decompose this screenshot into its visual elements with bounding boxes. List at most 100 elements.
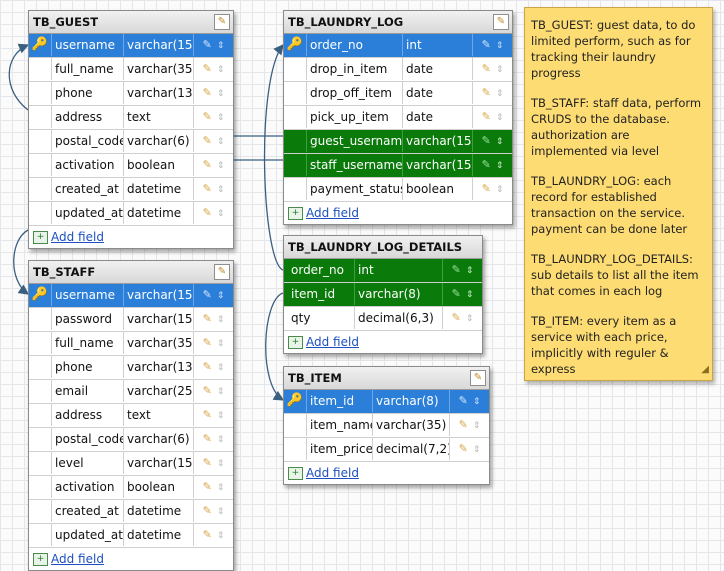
pencil-icon[interactable]: ✎: [202, 384, 212, 397]
pencil-icon[interactable]: ✎: [458, 418, 468, 431]
pencil-icon[interactable]: ✎: [481, 86, 491, 99]
pencil-icon[interactable]: ✎: [202, 432, 212, 445]
up-down-arrows-icon[interactable]: ⇕: [465, 266, 474, 276]
up-down-arrows-icon[interactable]: ⇕: [495, 65, 504, 75]
add-field-icon[interactable]: +: [288, 336, 303, 349]
up-down-arrows-icon[interactable]: ⇕: [216, 387, 225, 397]
up-down-arrows-icon[interactable]: ⇕: [216, 363, 225, 373]
pencil-icon[interactable]: ✎: [481, 110, 491, 123]
pencil-icon[interactable]: ✎: [202, 206, 212, 219]
up-down-arrows-icon[interactable]: ⇕: [216, 113, 225, 123]
up-down-arrows-icon[interactable]: ⇕: [216, 411, 225, 421]
pencil-icon[interactable]: ✎: [202, 480, 212, 493]
up-down-arrows-icon[interactable]: ⇕: [472, 421, 481, 431]
pencil-icon[interactable]: ✎: [451, 311, 461, 324]
up-down-arrows-icon[interactable]: ⇕: [495, 137, 504, 147]
up-down-arrows-icon[interactable]: ⇕: [216, 291, 225, 301]
pencil-icon[interactable]: ✎: [458, 442, 468, 455]
up-down-arrows-icon[interactable]: ⇕: [495, 89, 504, 99]
up-down-arrows-icon[interactable]: ⇕: [216, 459, 225, 469]
add-field-icon[interactable]: +: [288, 467, 303, 480]
add-field-link[interactable]: Add field: [51, 230, 104, 244]
table-header[interactable]: TB_LAUNDRY_LOG_DETAILS: [284, 236, 482, 259]
up-down-arrows-icon[interactable]: ⇕: [216, 209, 225, 219]
add-field-link[interactable]: Add field: [306, 206, 359, 220]
up-down-arrows-icon[interactable]: ⇕: [495, 161, 504, 171]
up-down-arrows-icon[interactable]: ⇕: [216, 315, 225, 325]
pencil-icon[interactable]: ✎: [202, 38, 212, 51]
pencil-icon[interactable]: ✎: [202, 288, 212, 301]
pencil-icon[interactable]: ✎: [202, 62, 212, 75]
add-field-link[interactable]: Add field: [306, 466, 359, 480]
up-down-arrows-icon[interactable]: ⇕: [216, 65, 225, 75]
add-field-icon[interactable]: +: [33, 553, 48, 566]
add-field-icon[interactable]: +: [33, 231, 48, 244]
edit-table-icon[interactable]: ✎: [493, 14, 509, 30]
pencil-icon[interactable]: ✎: [202, 86, 212, 99]
pencil-icon[interactable]: ✎: [481, 134, 491, 147]
pencil-icon[interactable]: ✎: [458, 394, 468, 407]
pencil-icon[interactable]: ✎: [202, 158, 212, 171]
table-header[interactable]: TB_GUEST ✎: [29, 11, 233, 34]
up-down-arrows-icon[interactable]: ⇕: [216, 531, 225, 541]
up-down-arrows-icon[interactable]: ⇕: [495, 41, 504, 51]
up-down-arrows-icon[interactable]: ⇕: [472, 397, 481, 407]
pencil-icon[interactable]: ✎: [202, 528, 212, 541]
pencil-icon[interactable]: ✎: [481, 158, 491, 171]
pencil-icon[interactable]: ✎: [202, 110, 212, 123]
pencil-icon[interactable]: ✎: [451, 263, 461, 276]
pencil-icon[interactable]: ✎: [202, 504, 212, 517]
up-down-arrows-icon[interactable]: ⇕: [216, 185, 225, 195]
edit-table-icon[interactable]: ✎: [214, 264, 230, 280]
pencil-icon[interactable]: ✎: [202, 456, 212, 469]
up-down-arrows-icon[interactable]: ⇕: [216, 483, 225, 493]
edit-table-icon[interactable]: ✎: [214, 14, 230, 30]
up-down-arrows-icon[interactable]: ⇕: [216, 41, 225, 51]
pencil-icon[interactable]: ✎: [202, 182, 212, 195]
pencil-icon[interactable]: ✎: [202, 360, 212, 373]
pencil-icon[interactable]: ✎: [481, 38, 491, 51]
up-down-arrows-icon[interactable]: ⇕: [216, 137, 225, 147]
sticky-note[interactable]: TB_GUEST: guest data, to do limited perf…: [524, 7, 713, 381]
pencil-icon[interactable]: ✎: [481, 182, 491, 195]
pencil-icon[interactable]: ✎: [202, 134, 212, 147]
add-field-icon[interactable]: +: [288, 207, 303, 220]
pencil-icon[interactable]: ✎: [202, 336, 212, 349]
up-down-arrows-icon[interactable]: ⇕: [216, 161, 225, 171]
up-down-arrows-icon[interactable]: ⇕: [216, 339, 225, 349]
resize-grip-icon[interactable]: ◢: [701, 364, 709, 375]
pencil-icon[interactable]: ✎: [481, 62, 491, 75]
add-field-link[interactable]: Add field: [51, 552, 104, 566]
up-down-arrows-icon[interactable]: ⇕: [465, 290, 474, 300]
pencil-icon[interactable]: ✎: [451, 287, 461, 300]
